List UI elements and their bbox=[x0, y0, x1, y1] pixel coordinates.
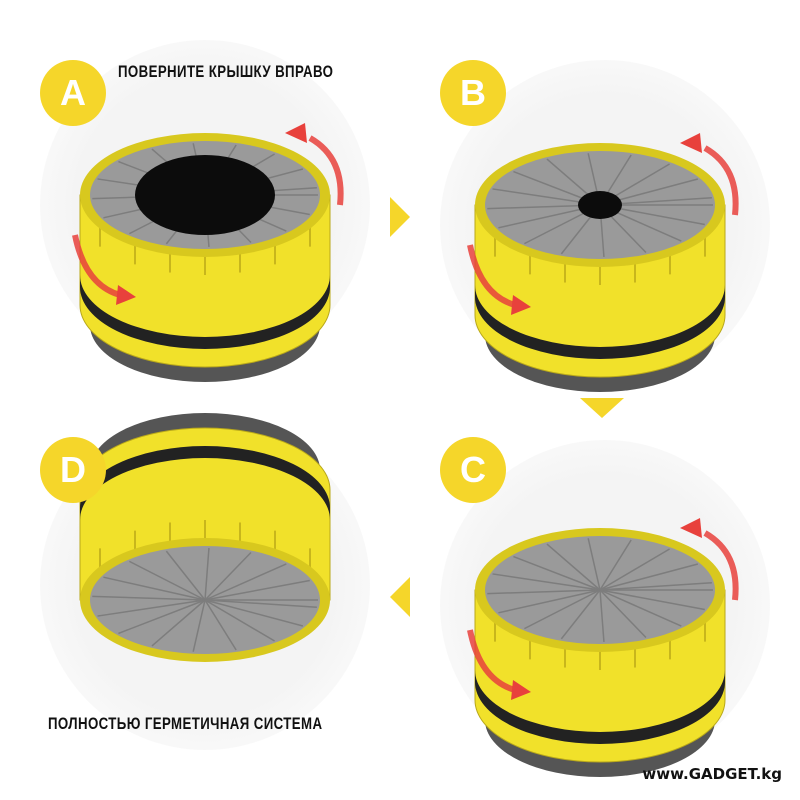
device-seal-ring bbox=[475, 670, 725, 744]
arrow-head-icon bbox=[511, 295, 531, 315]
membrane-fold bbox=[599, 563, 699, 591]
device-step-b bbox=[467, 133, 739, 392]
membrane-fold bbox=[204, 599, 275, 642]
membrane-fold bbox=[165, 550, 206, 601]
rotate-arrow-icon bbox=[703, 145, 739, 216]
membrane-fold bbox=[192, 599, 206, 652]
membrane-fold bbox=[204, 599, 317, 608]
membrane-fold bbox=[204, 579, 310, 601]
membrane-fold bbox=[599, 589, 705, 611]
membrane-fold bbox=[204, 599, 304, 627]
membrane-fold bbox=[599, 589, 647, 639]
membrane-fold bbox=[546, 543, 601, 591]
membrane-fold bbox=[599, 548, 670, 591]
rotate-arrow-icon bbox=[467, 629, 516, 693]
arrow-head-icon bbox=[285, 123, 307, 143]
membrane-fold bbox=[97, 599, 206, 617]
membrane-fold bbox=[560, 589, 601, 640]
membrane-fold bbox=[487, 589, 601, 595]
membrane-fold bbox=[599, 589, 682, 627]
watermark: www.GADGET.kg bbox=[642, 765, 782, 783]
membrane-fold bbox=[599, 539, 632, 591]
device-seal-ring bbox=[80, 446, 330, 520]
membrane-fold bbox=[492, 573, 601, 591]
device-step-c bbox=[467, 518, 739, 777]
arrow-head-icon bbox=[116, 285, 136, 305]
rotate-arrow-icon bbox=[308, 135, 344, 206]
arrow-head-icon bbox=[680, 518, 702, 538]
membrane-fold bbox=[498, 589, 601, 614]
caption-rotate-lid: ПОВЕРНИТЕ КРЫШКУ ВПРАВО bbox=[118, 62, 334, 81]
membrane-opening bbox=[135, 155, 275, 235]
step-badge-d: D bbox=[40, 437, 106, 503]
membrane-fold bbox=[524, 589, 601, 630]
membrane-fold bbox=[129, 560, 206, 601]
device-seal-ring bbox=[475, 285, 725, 359]
step-badge-b: B bbox=[440, 60, 506, 126]
membrane-fold bbox=[92, 595, 206, 601]
caption-sealed-system: ПОЛНОСТЬЮ ГЕРМЕТИЧНАЯ СИСТЕМА bbox=[48, 714, 323, 733]
device-step-d bbox=[79, 413, 331, 662]
arrow-head-icon bbox=[511, 680, 531, 700]
membrane-fold bbox=[204, 563, 287, 601]
membrane-fold bbox=[204, 551, 252, 601]
rotate-arrow-icon bbox=[467, 244, 516, 308]
rotate-arrow-icon bbox=[703, 530, 739, 601]
arrow-right-icon bbox=[390, 197, 410, 237]
device-step-a bbox=[72, 123, 344, 382]
rotate-arrow-icon bbox=[72, 234, 121, 298]
membrane-fold bbox=[151, 599, 206, 647]
arrow-down-icon bbox=[580, 398, 624, 418]
membrane-fold bbox=[204, 547, 210, 601]
membrane-fold bbox=[103, 576, 206, 601]
device-seal-ring bbox=[80, 275, 330, 349]
step-badge-a: A bbox=[40, 60, 106, 126]
membrane-fold bbox=[118, 599, 206, 635]
step-badge-c: C bbox=[440, 437, 506, 503]
membrane-fold bbox=[204, 599, 237, 651]
membrane-fold bbox=[587, 538, 601, 591]
membrane-fold bbox=[513, 555, 601, 591]
arrow-left-icon bbox=[390, 577, 410, 617]
membrane-fold bbox=[599, 589, 605, 643]
arrow-head-icon bbox=[680, 133, 702, 153]
membrane-fold bbox=[599, 582, 712, 591]
membrane-opening bbox=[578, 191, 622, 219]
